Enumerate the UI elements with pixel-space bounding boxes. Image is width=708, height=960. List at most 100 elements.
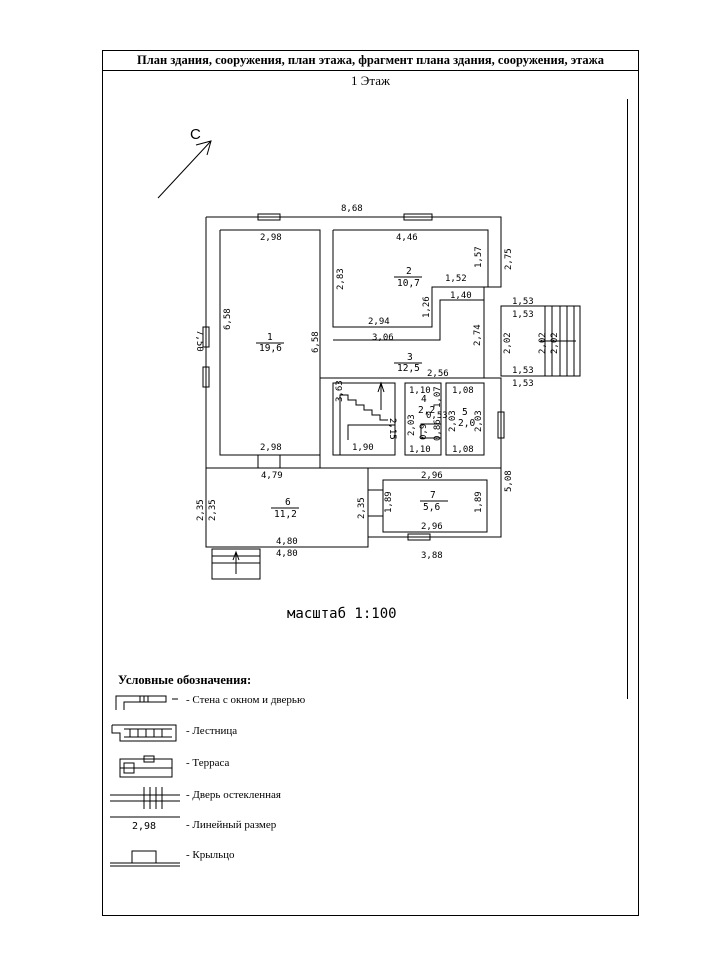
dimension: 2,35 [208, 499, 218, 521]
room-number: 1 [267, 332, 273, 343]
dimension: 4,80 [276, 537, 298, 547]
dimension: 2,98 [260, 233, 282, 243]
dimension: 1,10 [409, 445, 431, 455]
dimension: 1,08 [452, 445, 474, 455]
dimension: 2,03 [474, 410, 484, 432]
right-margin-line [627, 99, 628, 699]
dimension: 0,86 [433, 419, 443, 441]
dimension: 0,53 [426, 411, 448, 421]
dimension: 2,02 [538, 332, 548, 354]
dimension: 2,35 [357, 497, 367, 519]
dimension: 2,98 [260, 443, 282, 453]
legend-sample: 2,98 [132, 821, 156, 832]
outer-walls [205, 216, 502, 548]
legend-item: - Дверь остекленная [110, 783, 490, 809]
legend-label: - Лестница [186, 725, 238, 737]
room-area: 2,2 [418, 405, 435, 416]
dimension: 1,89 [384, 491, 394, 513]
room-number: 7 [430, 490, 436, 501]
dimension: 3,06 [372, 333, 394, 343]
legend-item: 2,98 - Линейный размер [110, 813, 490, 839]
dimension: 1,53 [512, 310, 534, 320]
dimension: 4,79 [261, 471, 283, 481]
room-labels: 1 19,6 2 10,7 3 12,5 4 2,2 5 2,0 6 11,2 … [259, 266, 475, 520]
rooms-6-7 [205, 467, 488, 548]
dimension: 2,75 [504, 248, 514, 270]
dimension: 1,52 [445, 274, 467, 284]
room-area: 19,6 [259, 343, 282, 354]
porch-right [500, 305, 581, 377]
dimension: 2,35 [196, 499, 206, 521]
dimension: 6,58 [223, 308, 233, 330]
dimension: 4,80 [276, 549, 298, 559]
legend-label: - Линейный размер [186, 819, 277, 831]
dimension: 4,46 [396, 233, 418, 243]
dimension: 1,53 [512, 366, 534, 376]
dimension: 1,53 [512, 297, 534, 307]
dimension: 2,96 [421, 471, 443, 481]
dimension-labels: 8,68 2,98 4,46 2,98 2,94 1,52 1,40 3,06 … [260, 204, 534, 561]
porch-bottom [211, 548, 261, 580]
dimension: 7,50 [194, 330, 204, 352]
windows [202, 213, 505, 541]
dimension: 6,58 [311, 331, 321, 353]
porch-icon [110, 850, 180, 867]
dimension: 2,02 [503, 332, 513, 354]
north-arrow-icon: С [157, 126, 212, 199]
legend-item: - Стена с окном и дверью [110, 688, 490, 714]
terrace-icon [119, 755, 173, 778]
dimension: 2,03 [448, 410, 458, 432]
dimension: 2,94 [368, 317, 390, 327]
dimension: 1,10 [409, 386, 431, 396]
compass-label: С [190, 126, 201, 143]
legend-item: - Терраса [110, 751, 490, 778]
dimension: 3,88 [421, 551, 443, 561]
dimension: 2,74 [473, 324, 483, 346]
legend-label: - Стена с окном и дверью [186, 694, 306, 706]
room-area: 12,5 [397, 363, 420, 374]
glazed-door-icon [110, 787, 180, 809]
legend-label: - Крыльцо [186, 849, 235, 861]
room-area: 10,7 [397, 278, 420, 289]
room-number: 2 [406, 266, 412, 277]
wall-window-door-icon [115, 695, 178, 710]
dimension: 1,90 [352, 443, 374, 453]
staircase [332, 381, 396, 456]
room-number: 6 [285, 497, 291, 508]
dimension: 2,03 [407, 414, 417, 436]
room-area: 2,0 [458, 418, 475, 429]
dimension: 5,08 [504, 470, 514, 492]
dimension: 2,56 [427, 369, 449, 379]
dimension: 1,26 [422, 296, 432, 318]
document-title: План здания, сооружения, план этажа, фра… [103, 51, 638, 71]
legend-label: - Дверь остекленная [186, 789, 281, 801]
label-dividers [256, 276, 448, 509]
room-area: 11,2 [274, 509, 297, 520]
dimension: 2,83 [336, 268, 346, 290]
dimension: 1,07 [433, 386, 443, 408]
room-3-walls [320, 299, 484, 379]
dimension: 0,9 [419, 424, 429, 440]
dimension: 1,89 [474, 491, 484, 513]
room-area: 5,6 [423, 502, 440, 513]
legend-title: Условные обозначения: [118, 673, 252, 687]
room-number: 4 [421, 394, 427, 405]
dimension: 2,02 [550, 332, 560, 354]
rooms-4-5 [404, 382, 485, 456]
room-number: 5 [462, 407, 468, 418]
linear-dimension-icon: 2,98 [110, 816, 180, 832]
legend-item: - Лестница [110, 719, 490, 745]
dimension: 1,53 [512, 379, 534, 389]
dimension: 1,08 [452, 386, 474, 396]
dimension: 8,68 [341, 204, 363, 214]
dimension: 1,57 [474, 246, 484, 268]
floor-label: 1 Этаж [351, 73, 390, 88]
scale-label: масштаб 1:100 [287, 606, 397, 622]
legend-label: - Терраса [186, 757, 230, 769]
legend-item: - Крыльцо [110, 843, 490, 869]
dimension: 2,15 [387, 418, 397, 440]
vertical-dimension-labels: 7,50 6,58 6,58 2,83 1,57 1,26 2,75 2,74 … [194, 246, 560, 521]
dimension: 1,40 [450, 291, 472, 301]
dimension: 2,96 [421, 522, 443, 532]
